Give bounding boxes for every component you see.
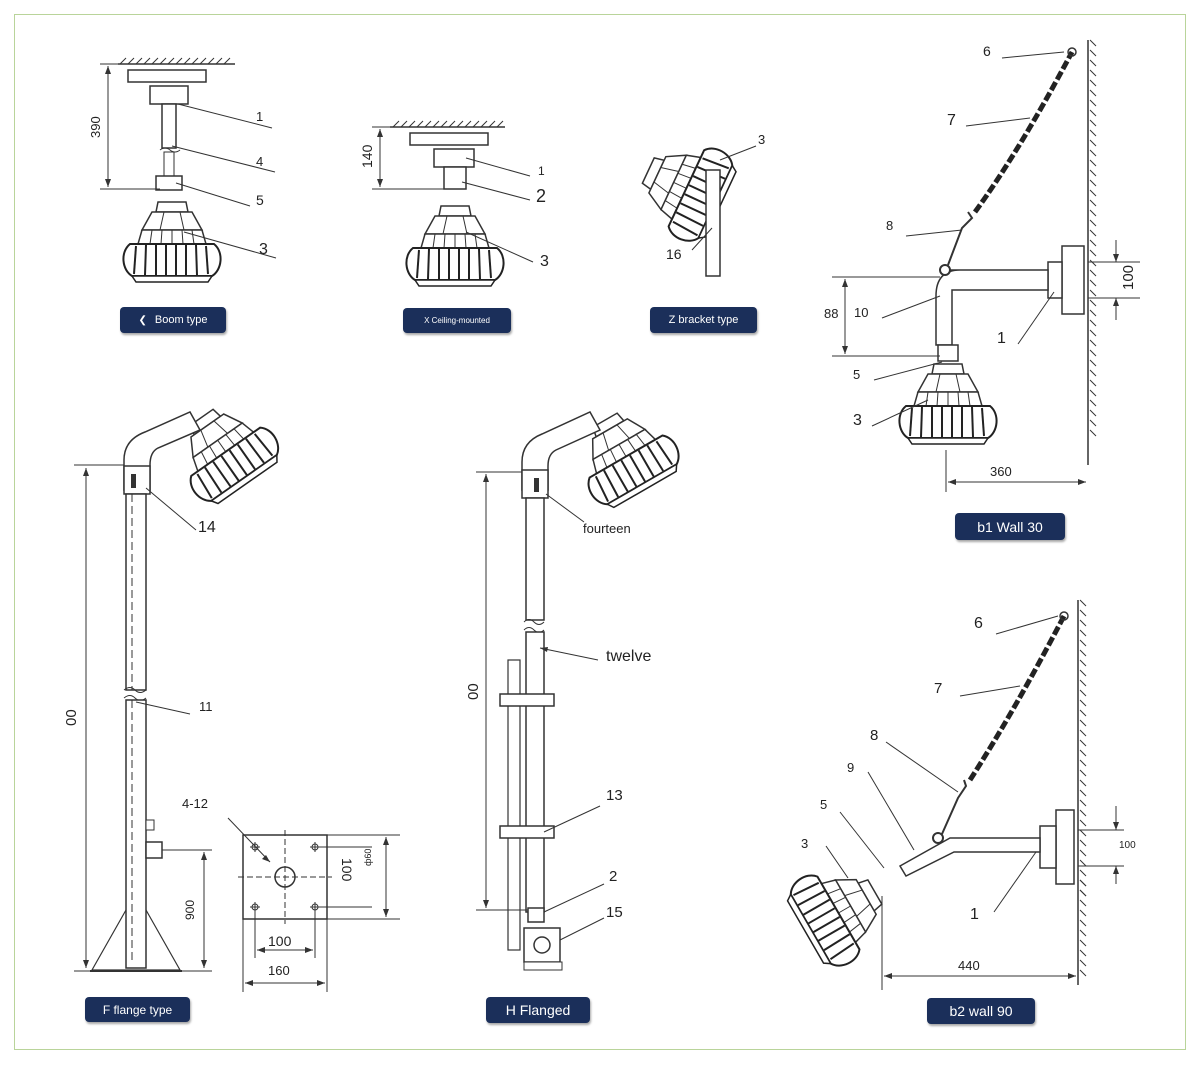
boom-callout-5: 5 (256, 192, 264, 208)
h-callout-twelve: twelve (606, 648, 651, 665)
ceiling-callout-2: 2 (536, 186, 546, 206)
ceiling-dim-140: 140 (359, 144, 375, 168)
b1-callout-8: 8 (886, 218, 893, 233)
ceiling-mounted-drawing (372, 120, 534, 287)
b2-callout-8: 8 (870, 727, 878, 744)
f-callout-4-12: 4-12 (182, 796, 208, 811)
b1-dim-88: 88 (824, 306, 838, 321)
f-base-dim-hole: ф60 (363, 849, 373, 866)
z-bracket-label: Z bracket type (650, 307, 757, 333)
h-callout-13: 13 (606, 787, 623, 804)
h-flanged-label-text: H Flanged (505, 1002, 571, 1018)
b1-wall-label: b1 Wall 30 (955, 513, 1065, 540)
b2-callout-3: 3 (801, 836, 808, 851)
boom-callout-1: 1 (256, 109, 263, 124)
ceiling-mounted-label-text: X Ceiling-mounted (424, 316, 490, 325)
b1-dim-360: 360 (990, 464, 1012, 479)
b1-wall-label-text: b1 Wall 30 (977, 518, 1043, 535)
h-callout-2: 2 (609, 868, 617, 885)
f-flange-drawing (74, 388, 400, 992)
f-base-dim-100: 100 (268, 933, 292, 949)
h-flanged-label: H Flanged (486, 997, 590, 1023)
b1-callout-5: 5 (853, 367, 860, 382)
boom-callout-3: 3 (259, 241, 268, 258)
boom-type-drawing (100, 57, 277, 283)
f-dim-height: 00 (63, 709, 80, 726)
h-callout-15: 15 (606, 904, 623, 921)
ceiling-mounted-label: X Ceiling-mounted (403, 308, 511, 333)
b2-dim-440: 440 (958, 958, 980, 973)
b2-dim-100: 100 (1119, 840, 1136, 851)
h-flanged-drawing (476, 394, 689, 971)
boom-callout-4: 4 (256, 154, 263, 169)
b2-wall-drawing (780, 599, 1124, 990)
b2-callout-5: 5 (820, 797, 827, 812)
b1-wall-drawing (832, 39, 1140, 492)
chevron-left-icon: ❮ (138, 314, 147, 326)
b2-callout-6: 6 (974, 615, 983, 632)
z-bracket-label-text: Z bracket type (668, 314, 739, 326)
ceiling-callout-1: 1 (538, 164, 545, 178)
b1-callout-10: 10 (854, 305, 868, 320)
b2-callout-1: 1 (970, 906, 979, 923)
z-bracket-drawing (626, 125, 757, 277)
f-dim-900: 900 (183, 900, 197, 920)
zbracket-callout-3: 3 (758, 132, 765, 147)
b1-dim-100: 100 (1120, 265, 1137, 290)
ceiling-callout-3: 3 (540, 253, 549, 270)
f-base-dim-side: 100 (339, 858, 355, 882)
b2-callout-7: 7 (934, 680, 942, 697)
b2-callout-9: 9 (847, 760, 854, 775)
boom-dim-390: 390 (88, 116, 103, 138)
zbracket-callout-16: 16 (666, 246, 682, 262)
b2-wall-label-text: b2 wall 90 (949, 1003, 1013, 1019)
boom-type-label: ❮ Boom type (120, 307, 226, 333)
h-dim-height: 00 (465, 683, 482, 700)
drawing-frame (14, 14, 1186, 1050)
f-callout-11: 11 (199, 699, 213, 714)
b2-wall-label: b2 wall 90 (927, 998, 1035, 1024)
f-flange-label-text: F flange type (102, 1002, 173, 1017)
b1-callout-1: 1 (997, 330, 1006, 347)
f-base-dim-160: 160 (268, 963, 290, 978)
b1-callout-7: 7 (947, 112, 956, 129)
b1-callout-3: 3 (853, 412, 862, 429)
b1-callout-6: 6 (983, 43, 991, 59)
f-callout-14: 14 (198, 519, 216, 536)
h-callout-fourteen: fourteen (583, 521, 631, 536)
f-flange-label: F flange type (85, 997, 190, 1022)
boom-type-label-text: Boom type (154, 314, 208, 326)
